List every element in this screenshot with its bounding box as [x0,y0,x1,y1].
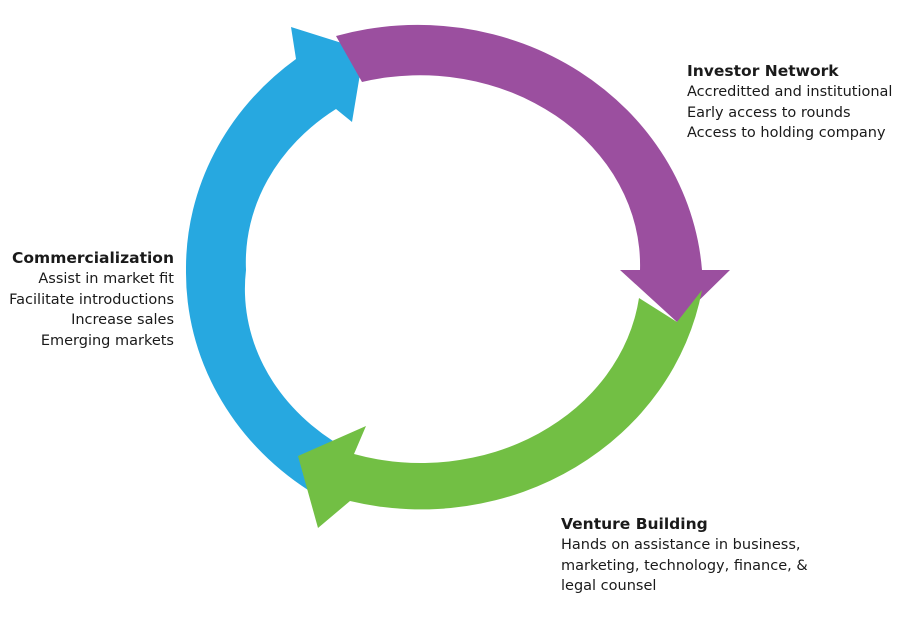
venture-building-title: Venture Building [561,515,708,533]
investor-network-line: Access to holding company [687,125,886,141]
venture-building-line: legal counsel [561,578,657,594]
investor-network-line: Accreditted and institutional [687,84,893,100]
commercialization-title: Commercialization [12,249,174,267]
investor-network-label: Investor Network Accreditted and institu… [687,61,892,144]
venture-building-arrow [298,290,702,528]
investor-network-arrow [336,24,730,323]
commercialization-line: Emerging markets [40,332,174,349]
commercialization-line: Increase sales [71,312,174,328]
investor-network-title: Investor Network [687,62,839,80]
commercialization-arrow [185,27,364,490]
commercialization-line: Assist in market fit [38,271,174,287]
investor-network-line: Early access to rounds [687,104,851,121]
venture-building-line: Hands on assistance in business, [561,537,801,553]
commercialization-label: Commercialization Assist in market fit F… [9,248,174,351]
venture-building-line: marketing, technology, finance, & [561,557,808,574]
venture-building-label: Venture Building Hands on assistance in … [561,514,808,597]
commercialization-line: Facilitate introductions [9,291,174,308]
